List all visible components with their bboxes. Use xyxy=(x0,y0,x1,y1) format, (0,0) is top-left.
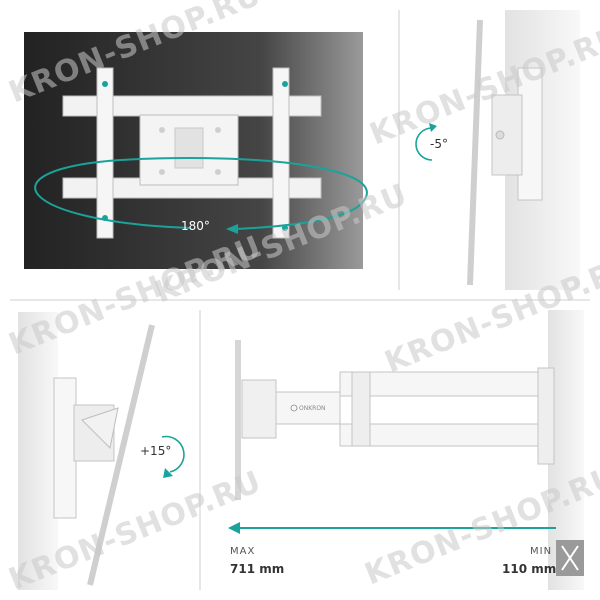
panel-swivel xyxy=(24,32,368,269)
mount-hole-2 xyxy=(215,127,221,133)
screw-dot-4 xyxy=(282,225,288,231)
panel-tilt-back xyxy=(415,10,580,290)
max-label: MAX xyxy=(230,546,256,557)
wall-bottom-left xyxy=(18,312,58,590)
panel-tilt-forward xyxy=(18,312,185,590)
min-label: MIN xyxy=(530,546,553,557)
screw-dot-1 xyxy=(102,81,108,87)
mount-hole-3 xyxy=(159,169,165,175)
mount-rail-left xyxy=(96,67,114,239)
arm-end-right xyxy=(537,367,555,465)
max-value: 711 mm xyxy=(230,562,285,576)
min-value: 110 mm xyxy=(502,562,557,576)
arm-end-left xyxy=(351,371,371,447)
arm-upper xyxy=(339,371,551,397)
screw-dot-2 xyxy=(282,81,288,87)
joint-block xyxy=(275,391,341,425)
tv-mount-block xyxy=(241,379,277,439)
arm-lower xyxy=(339,423,551,447)
swivel-arrow-head xyxy=(226,224,238,234)
wall-plate-bottom xyxy=(53,377,77,519)
mount-center-slot xyxy=(174,127,204,169)
tilt-forward-angle-label: +15° xyxy=(140,444,172,458)
hinge-screw-top xyxy=(495,130,505,140)
brand-text: ONKRON xyxy=(299,405,326,412)
brand-logo-circle xyxy=(290,404,298,412)
mount-hole-1 xyxy=(159,127,165,133)
extension-arrow-head xyxy=(228,522,240,534)
corner-logo-mark xyxy=(561,545,579,571)
tilt-forward-arrow-head xyxy=(163,468,173,478)
swivel-angle-label: 180° xyxy=(181,219,210,233)
mount-rail-right xyxy=(272,67,290,239)
tilt-forward-arrow xyxy=(161,435,185,473)
mount-hole-4 xyxy=(215,169,221,175)
tilt-back-angle-label: -5° xyxy=(430,137,448,151)
tv-edge-tilt-back xyxy=(467,19,483,286)
panel-extension xyxy=(228,310,584,590)
swivel-arrow-ellipse xyxy=(34,156,368,230)
tilt-back-arrow-head xyxy=(429,123,437,132)
bracket-triangle xyxy=(81,407,119,450)
tv-edge-tilt-forward xyxy=(87,324,155,586)
tilt-back-arrow xyxy=(415,127,433,161)
